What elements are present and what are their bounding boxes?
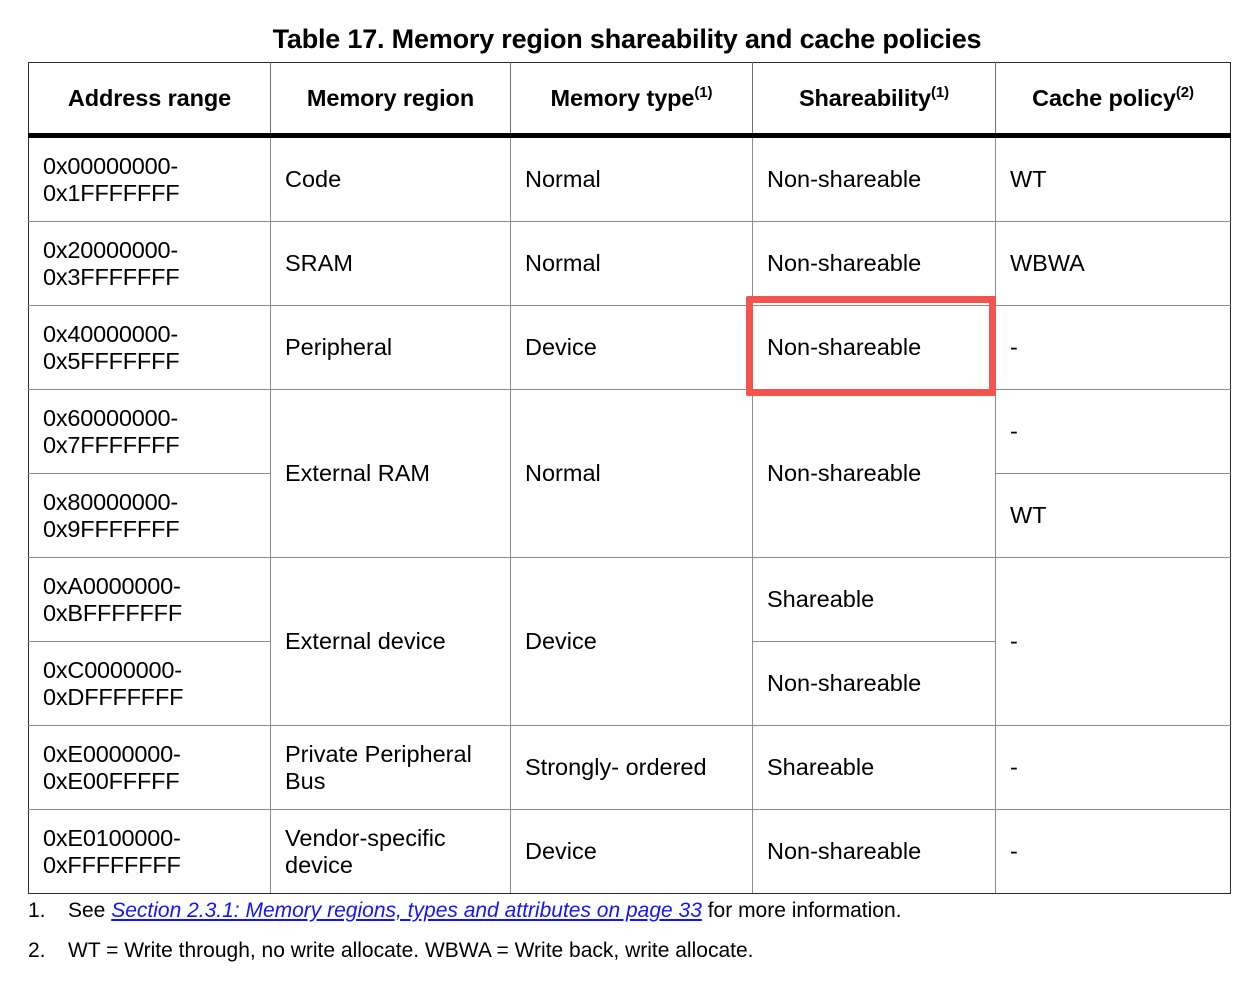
table-row: 0xE0000000- 0xE00FFFFF Private Periphera… [28,725,1231,810]
cell-shareability: Shareable [752,557,996,642]
header-sup-memory-type: (1) [694,83,713,101]
header-label-cache-policy: Cache policy [1032,84,1176,111]
footnote-text: WT = Write through, no write allocate. W… [68,938,1228,963]
cell-cache-policy: WT [995,473,1231,558]
table-body: 0x00000000- 0x1FFFFFFF Code Normal Non-s… [28,135,1231,894]
cell-memory-type: Normal [510,389,753,558]
column-header-cache-policy: Cache policy(2) [995,62,1231,138]
table-row-peripheral: 0x40000000- 0x5FFFFFFF Peripheral Device… [28,305,1231,390]
cell-shareability: Non-shareable [752,389,996,558]
header-label-memory-type: Memory type [550,84,695,111]
footnotes: 1. See Section 2.3.1: Memory regions, ty… [28,898,1228,978]
cell-cache-policy: WBWA [995,221,1231,306]
cell-memory-region: Private Peripheral Bus [270,725,511,810]
cell-memory-type: Device [510,557,753,726]
cell-memory-region: SRAM [270,221,511,306]
memory-region-table-wrapper: Address range Memory region Memory type(… [28,62,1231,894]
column-header-memory-region: Memory region [270,62,511,138]
footnote-link-section-2-3-1[interactable]: Section 2.3.1: Memory regions, types and… [111,899,702,922]
cell-memory-type: Device [510,305,753,390]
table-row: 0x60000000- 0x7FFFFFFF External RAM Norm… [28,389,1231,558]
cell-cache-policy: - [995,809,1231,894]
header-label-address-range: Address range [67,84,232,111]
cell-shareability: Non-shareable [752,221,996,306]
column-header-address-range: Address range [28,62,271,138]
cell-memory-region: Vendor-specific device [270,809,511,894]
column-header-shareability: Shareability(1) [752,62,996,138]
table-header: Address range Memory region Memory type(… [28,62,1231,138]
cell-address-range: 0xA0000000- 0xBFFFFFFF [28,557,271,642]
cell-shareability: Non-shareable [752,809,996,894]
memory-region-table: Address range Memory region Memory type(… [28,62,1231,894]
footnote-text: See Section 2.3.1: Memory regions, types… [68,898,1228,923]
footnote-text-post: for more information. [701,899,902,922]
cell-memory-type: Device [510,809,753,894]
cell-cache-policy: - [995,305,1231,390]
cell-address-range: 0xC0000000- 0xDFFFFFFF [28,641,271,726]
table-row: 0x00000000- 0x1FFFFFFF Code Normal Non-s… [28,135,1231,222]
cell-address-range: 0x80000000- 0x9FFFFFFF [28,473,271,558]
table-row: 0x20000000- 0x3FFFFFFF SRAM Normal Non-s… [28,221,1231,306]
footnote-item: 1. See Section 2.3.1: Memory regions, ty… [28,898,1228,923]
table-row: 0xA0000000- 0xBFFFFFFF External device D… [28,557,1231,726]
footnote-number: 1. [28,899,46,922]
header-row: Address range Memory region Memory type(… [28,62,1231,138]
footnote-number: 2. [28,939,46,963]
cell-shareability: Shareable [752,725,996,810]
cell-memory-type: Strongly- ordered [510,725,753,810]
header-sup-shareability: (1) [930,83,950,101]
page-title: Table 17. Memory region shareability and… [272,24,982,54]
table-row: 0x80000000- 0x9FFFFFFF WT [28,473,1231,558]
cell-cache-policy: - [995,557,1231,726]
cell-address-range: 0xE0000000- 0xE00FFFFF [28,725,271,810]
column-header-memory-type: Memory type(1) [510,62,753,138]
cell-memory-type: Normal [510,221,753,306]
cell-address-range: 0x40000000- 0x5FFFFFFF [28,305,271,390]
cell-cache-policy: - [995,389,1231,474]
cell-shareability-highlighted: Non-shareable [752,305,996,390]
header-label-memory-region: Memory region [306,84,475,111]
cell-address-range: 0x20000000- 0x3FFFFFFF [28,221,271,306]
cell-memory-region: External device [270,557,511,726]
cell-cache-policy: - [995,725,1231,810]
cell-shareability: Non-shareable [752,135,996,222]
header-sup-cache-policy: (2) [1175,83,1194,101]
footnote-item: 2. WT = Write through, no write allocate… [28,938,1228,963]
cell-address-range: 0xE0100000- 0xFFFFFFFF [28,809,271,894]
cell-memory-region: External RAM [270,389,511,558]
table-row: 0xE0100000- 0xFFFFFFFF Vendor-specific d… [28,809,1231,894]
cell-address-range: 0x60000000- 0x7FFFFFFF [28,389,271,474]
cell-memory-region: Peripheral [270,305,511,390]
table-row: 0xC0000000- 0xDFFFFFFF Non-shareable [28,641,1231,726]
cell-address-range: 0x00000000- 0x1FFFFFFF [28,135,271,222]
cell-memory-region: Code [270,135,511,222]
header-label-shareability: Shareability [798,84,931,111]
footnote-text-pre: See [68,899,112,922]
cell-cache-policy: WT [995,135,1231,222]
footnote-text-pre: WT = Write through, no write allocate. W… [68,939,754,963]
cell-shareability: Non-shareable [752,641,996,726]
cell-memory-type: Normal [510,135,753,222]
